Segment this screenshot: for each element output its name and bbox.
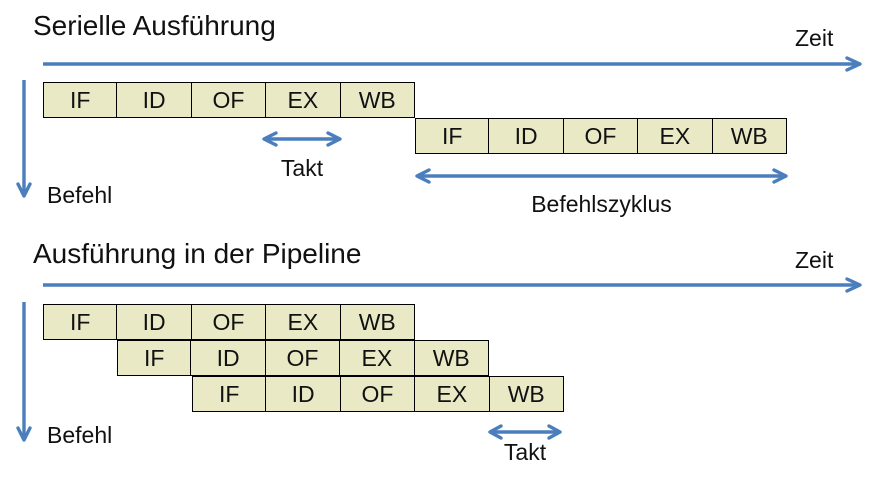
pipeline-stage-cell: IF: [192, 376, 267, 412]
pipeline-stage-cell: OF: [563, 118, 639, 154]
pipeline-stage-cell: WB: [340, 304, 415, 340]
pipeline-stage-cell: EX: [340, 340, 415, 376]
pipeline-section-title: Ausführung in der Pipeline: [33, 238, 362, 269]
pipeline-stage-cell: WB: [414, 340, 489, 376]
pipeline-stage-cell: ID: [117, 304, 192, 340]
pipeline-stage-cell: OF: [340, 376, 416, 412]
pipeline-stage-cell: OF: [265, 340, 341, 376]
instruction-cycle-span-arrow: [415, 168, 788, 184]
pipeline-stage-cell: IF: [415, 118, 490, 154]
pipeline-stage-cell: IF: [117, 340, 192, 376]
pipeline-stage-cell: IF: [43, 82, 118, 118]
serial-time-axis-arrow: [43, 56, 862, 72]
pipeline-clock-label: Takt: [503, 439, 547, 465]
pipeline-stage-cell: EX: [638, 118, 713, 154]
pipeline-stage-cell: WB: [712, 118, 787, 154]
serial-time-axis-label: Zeit: [795, 25, 834, 51]
serial-section-title: Serielle Ausführung: [33, 10, 276, 41]
pipeline-stage-cell: ID: [266, 376, 341, 412]
pipeline-stage-cell: ID: [191, 340, 266, 376]
pipeline-stage-cell: WB: [489, 376, 564, 412]
serial-instruction-1-row: IF ID OF EX WB: [43, 82, 415, 118]
pipeline-stage-cell: IF: [43, 304, 118, 340]
serial-instruction-axis-label: Befehl: [47, 182, 113, 208]
pipeline-instruction-axis-label: Befehl: [47, 422, 113, 448]
pipeline-stage-cell: OF: [191, 304, 267, 340]
pipeline-stage-cell: EX: [415, 376, 490, 412]
pipeline-instruction-3-row: IF ID OF EX WB: [192, 376, 564, 412]
pipeline-instruction-2-row: IF ID OF EX WB: [117, 340, 489, 376]
pipeline-stage-cell: EX: [266, 82, 341, 118]
pipeline-stage-cell: ID: [489, 118, 564, 154]
pipeline-stage-cell: WB: [340, 82, 415, 118]
serial-clock-span-arrow: [262, 131, 342, 147]
pipeline-instruction-1-row: IF ID OF EX WB: [43, 304, 415, 340]
serial-instruction-2-row: IF ID OF EX WB: [415, 118, 787, 154]
pipeline-stage-cell: EX: [266, 304, 341, 340]
pipeline-time-axis-label: Zeit: [795, 247, 834, 273]
pipeline-time-axis-arrow: [43, 277, 862, 293]
pipeline-instruction-axis-arrow: [16, 302, 32, 442]
serial-instruction-axis-arrow: [16, 80, 32, 198]
serial-clock-label: Takt: [280, 155, 324, 181]
pipeline-stage-cell: ID: [117, 82, 192, 118]
instruction-cycle-label: Befehlszyklus: [531, 191, 672, 217]
pipeline-stage-cell: OF: [191, 82, 267, 118]
pipeline-clock-span-arrow: [488, 424, 562, 440]
